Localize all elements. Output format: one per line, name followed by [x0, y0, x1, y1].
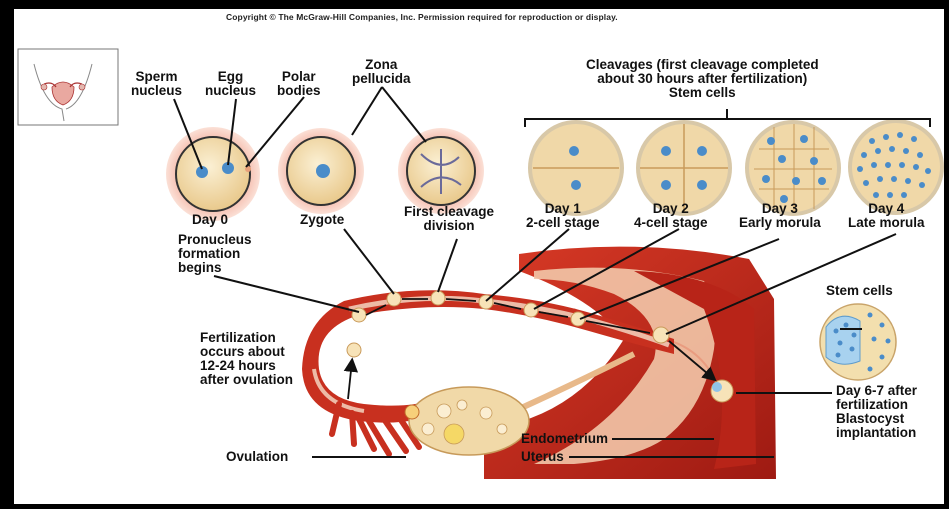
- blastocyst-illustration: [820, 304, 896, 380]
- copyright-notice: Copyright © The McGraw-Hill Companies, I…: [226, 12, 618, 22]
- label-endometrium: Endometrium: [521, 432, 608, 446]
- ovary-illustration: [405, 387, 529, 455]
- diagram-frame: Copyright © The McGraw-Hill Companies, I…: [14, 9, 944, 504]
- label-zygote: Zygote: [300, 213, 344, 227]
- label-ovulation: Ovulation: [226, 450, 288, 464]
- label-day0: Day 0: [192, 213, 228, 227]
- inset-anatomy-thumbnail: [18, 49, 118, 125]
- label-stem-cells: Stem cells: [826, 284, 893, 298]
- label-uterus: Uterus: [521, 450, 564, 464]
